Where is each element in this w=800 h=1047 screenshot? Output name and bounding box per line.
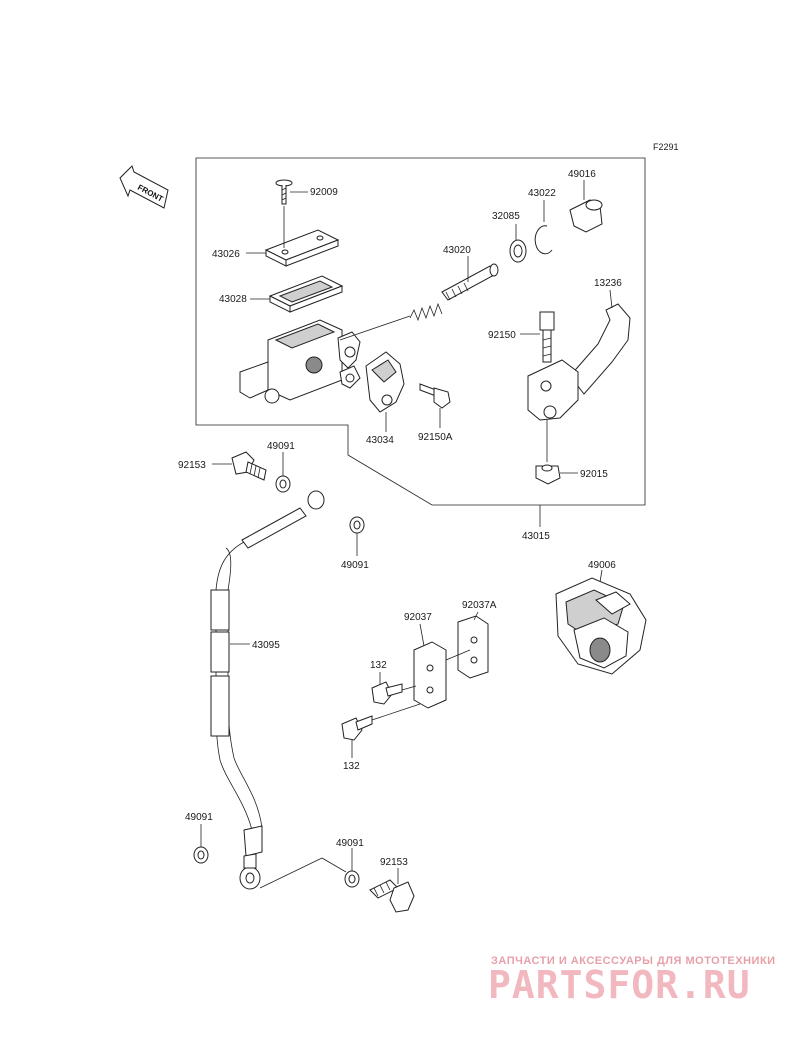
piston-spring-43020 — [409, 263, 499, 322]
bolt-132-top — [371, 681, 403, 705]
label-132-bottom: 132 — [343, 761, 360, 772]
bolt-132-bottom — [341, 715, 373, 741]
washer-32085 — [509, 239, 527, 263]
banjo-bolt-92153-bottom — [369, 879, 415, 913]
label-92037: 92037 — [404, 612, 432, 623]
label-43095: 43095 — [252, 640, 280, 651]
label-49091-top: 49091 — [267, 441, 295, 452]
lever-13236 — [527, 303, 631, 421]
label-92037A: 92037A — [462, 600, 497, 611]
bolt-92150A — [419, 383, 451, 409]
screw-92009 — [275, 179, 293, 205]
watermark-tagline: ЗАПЧАСТИ И АКСЕССУАРЫ ДЛЯ МОТОТЕХНИКИ — [491, 955, 776, 967]
banjo-bolt-92153-top — [231, 451, 267, 481]
label-43034: 43034 — [366, 435, 394, 446]
front-arrow-icon: FRONT — [119, 165, 169, 209]
cap-43026 — [264, 229, 340, 267]
watermark-brand: PARTSFOR.RU — [488, 963, 751, 1007]
washer-49091-right — [349, 516, 365, 534]
label-49091-bottom: 49091 — [336, 838, 364, 849]
label-92015: 92015 — [580, 469, 608, 480]
label-49091-left: 49091 — [185, 812, 213, 823]
bracket-92037 — [413, 641, 447, 709]
washer-49091-left — [193, 846, 209, 864]
cover-49006 — [555, 577, 647, 675]
label-13236: 13236 — [594, 278, 622, 289]
diaphragm-43028 — [268, 275, 344, 313]
label-43028: 43028 — [219, 294, 247, 305]
bolt-92150 — [539, 311, 555, 363]
circlip-43022 — [534, 225, 553, 255]
master-cylinder-body — [239, 319, 361, 404]
label-43015: 43015 — [522, 531, 550, 542]
boot-49016 — [569, 199, 603, 233]
diagram-code: F2291 — [653, 142, 679, 152]
label-92009: 92009 — [310, 187, 338, 198]
label-132-top: 132 — [370, 660, 387, 671]
label-49091-right: 49091 — [341, 560, 369, 571]
label-49006: 49006 — [588, 560, 616, 571]
brake-hose-43095 — [210, 490, 325, 890]
label-43020: 43020 — [443, 245, 471, 256]
nut-92015 — [535, 464, 561, 485]
washer-49091-bottom — [344, 870, 360, 888]
clamp-43034 — [365, 351, 405, 413]
label-92153-bottom: 92153 — [380, 857, 408, 868]
label-92153-top: 92153 — [178, 460, 206, 471]
bracket-92037A — [457, 615, 489, 679]
label-43026: 43026 — [212, 249, 240, 260]
label-92150A: 92150A — [418, 432, 453, 443]
label-32085: 32085 — [492, 211, 520, 222]
label-49016: 49016 — [568, 169, 596, 180]
label-43022: 43022 — [528, 188, 556, 199]
assembly-boundary — [195, 157, 646, 506]
washer-49091-top — [275, 475, 291, 493]
label-92150: 92150 — [488, 330, 516, 341]
